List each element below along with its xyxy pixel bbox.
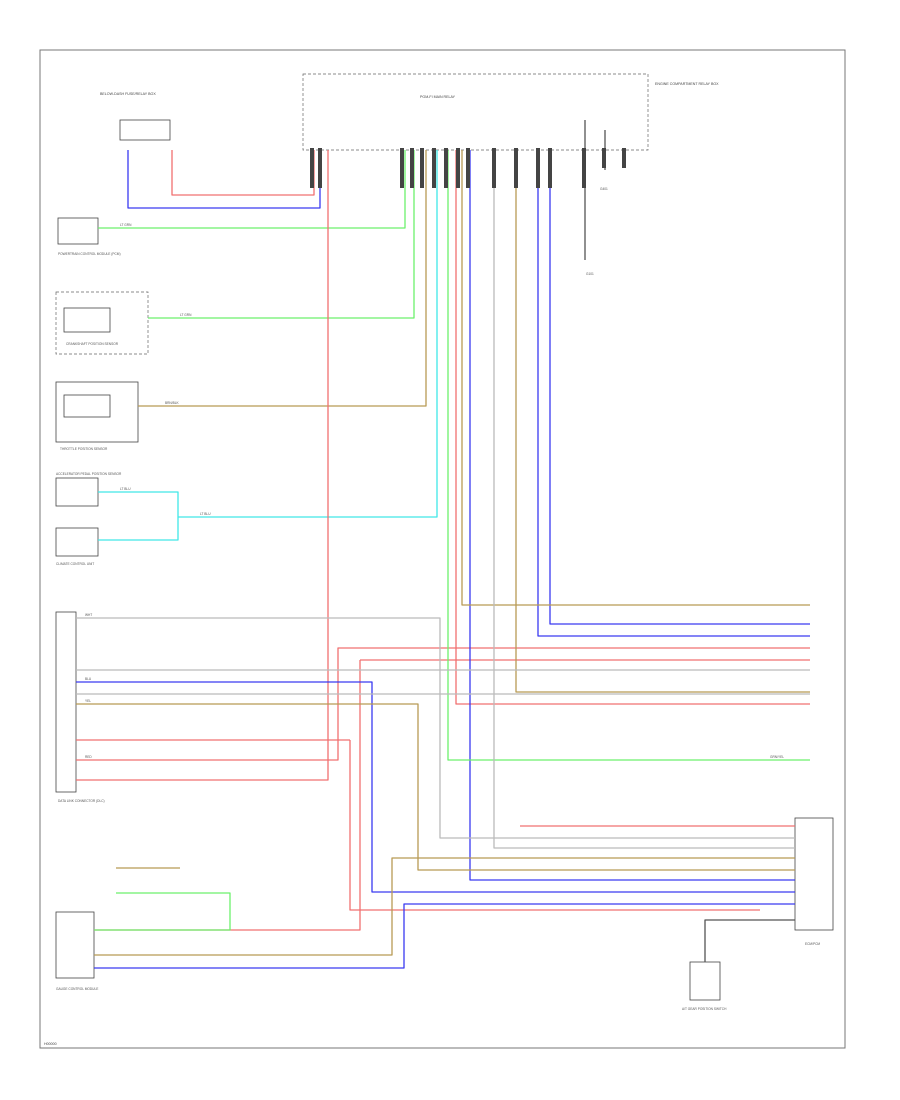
wire-cyan-2 xyxy=(178,150,438,518)
wire-label-1: LT GRN xyxy=(120,223,132,227)
wire-red-top xyxy=(171,150,315,196)
wire-blue-4 xyxy=(469,150,795,881)
comp-4-label: ACCELERATOR PEDAL POSITION SENSOR xyxy=(56,472,122,476)
wire-green-4 xyxy=(94,892,231,931)
wire-label-3: BRN/BLK xyxy=(165,401,180,405)
comp-7-box xyxy=(55,911,95,979)
wire-label-4: LT BLU xyxy=(120,487,131,491)
wire-green-2 xyxy=(148,150,415,319)
wire-label-2: LT GRN xyxy=(180,313,192,317)
wire-blue-2 xyxy=(537,150,810,637)
wire-cyan-1 xyxy=(98,491,179,541)
wire-tan-dlc xyxy=(76,703,795,871)
ground-1-label: G101 xyxy=(586,272,594,276)
wire-blue-3 xyxy=(549,150,810,625)
wire-green-3 xyxy=(447,150,810,761)
wire-label-7: BLU xyxy=(85,677,92,681)
comp-2-label: CRANKSHAFT POSITION SENSOR xyxy=(66,342,119,346)
wire-label-5: LT BLU xyxy=(200,512,211,516)
wire-gray-4 xyxy=(493,150,795,849)
wire-label-8: RED xyxy=(85,755,92,759)
top-connector-label: PGM-FI MAIN RELAY xyxy=(420,95,456,99)
wire-tan-4 xyxy=(94,857,795,956)
wire-black-3 xyxy=(704,919,795,962)
comp-9-box xyxy=(794,817,834,931)
unit-left-label: BELOW-DASH FUSE/RELAY BOX xyxy=(100,92,156,96)
wire-tan-3 xyxy=(515,150,810,693)
wire-tan-1 xyxy=(138,150,427,407)
wire-label-10: GRN/YEL xyxy=(770,755,784,759)
wire-red-long xyxy=(76,150,329,781)
wire-blue-5 xyxy=(94,903,795,969)
dlc-block xyxy=(55,611,77,793)
comp-3-inner xyxy=(63,394,111,418)
comp-3-box xyxy=(55,381,139,443)
comp-6-label: DATA LINK CONNECTOR (DLC) xyxy=(58,799,105,803)
unit-right-label: ENGINE COMPARTMENT RELAY BOX xyxy=(655,82,719,86)
wire-blue-dlc xyxy=(76,681,795,893)
top-connector-block xyxy=(302,73,649,151)
top-pins xyxy=(310,148,626,188)
wire-red-5 xyxy=(94,659,810,931)
comp-2-box xyxy=(63,307,111,333)
wire-red-2 xyxy=(349,740,760,911)
comp-8-box xyxy=(689,961,721,1001)
wire-gray-1 xyxy=(76,617,795,839)
wire-label-6: WHT xyxy=(85,613,92,617)
wire-red-6 xyxy=(455,150,810,705)
wire-blue-top xyxy=(127,150,321,209)
unit-left-box xyxy=(119,119,171,141)
comp-3-label: THROTTLE POSITION SENSOR xyxy=(60,447,108,451)
footer-code: H00000 xyxy=(44,1042,57,1046)
comp-9-label: ECM/PCM xyxy=(805,942,820,946)
ground-2-label: G401 xyxy=(600,187,608,191)
comp-5-label: CLIMATE CONTROL UNIT xyxy=(56,562,94,566)
wire-green-1 xyxy=(98,150,406,229)
comp-1-box xyxy=(57,217,99,245)
wire-tan-2 xyxy=(461,150,810,606)
wire-label-9: YEL xyxy=(85,699,91,703)
comp-7-label: GAUGE CONTROL MODULE xyxy=(56,987,98,991)
comp-5-box xyxy=(55,527,99,557)
comp-4-box xyxy=(55,477,99,507)
comp-8-label: A/T GEAR POSITION SWITCH xyxy=(682,1007,727,1011)
diagram-frame xyxy=(39,49,846,1049)
comp-2-dash xyxy=(55,291,149,355)
comp-1-label: POWERTRAIN CONTROL MODULE (PCM) xyxy=(58,252,121,256)
